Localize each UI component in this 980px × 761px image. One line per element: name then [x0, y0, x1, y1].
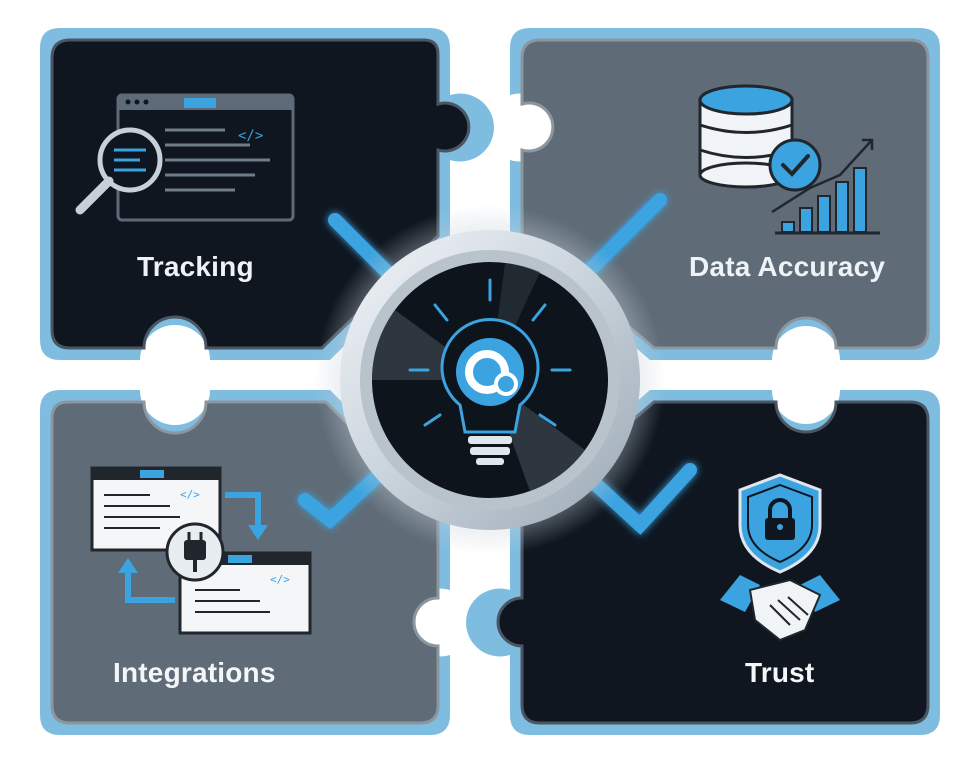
tile-label-trust: Trust — [745, 657, 815, 688]
svg-text:</>: </> — [180, 488, 200, 501]
plug-connected-windows-icon: </> </> — [90, 466, 312, 635]
svg-text:</>: </> — [238, 128, 263, 144]
tile-label-tracking: Tracking — [137, 251, 254, 282]
shield-lock-handshake-icon — [720, 473, 840, 642]
lightbulb-logo-icon — [408, 278, 572, 465]
svg-text:</>: </> — [270, 573, 290, 586]
database-check-bar-chart-icon — [698, 84, 880, 235]
tile-label-data-accuracy: Data Accuracy — [689, 251, 886, 282]
code-window-magnifier-icon: </> — [75, 93, 295, 222]
tile-label-integrations: Integrations — [113, 657, 276, 688]
